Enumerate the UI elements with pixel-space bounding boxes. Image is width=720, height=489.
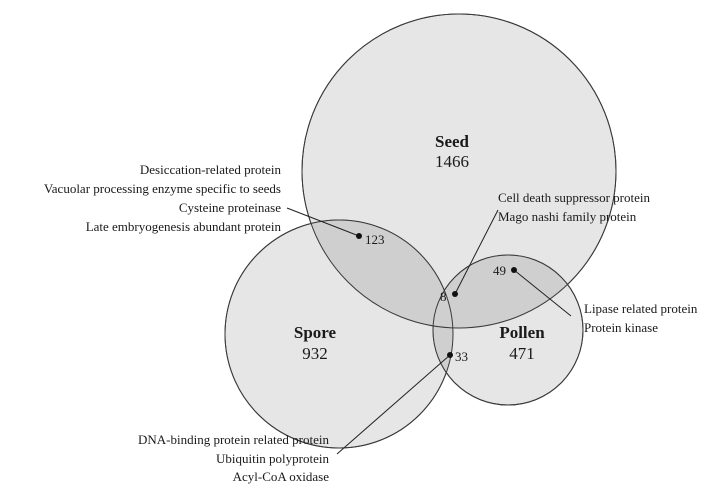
spore-pollen-annotation-1: DNA-binding protein related protein [138,432,329,447]
spore-label: Spore [294,323,337,342]
seed-pollen-overlap [433,255,583,328]
spore-pollen-count: 33 [455,349,468,364]
spore-count: 932 [302,344,328,363]
seed-pollen-leader [513,269,572,317]
seed-spore-annotation-4: Late embryogenesis abundant protein [86,219,282,234]
seed-outline [301,13,617,329]
seed-spore-overlap [302,220,453,328]
pollen-count: 471 [509,344,535,363]
spore-pollen-dot [447,352,453,358]
all-three-leader [454,209,499,295]
seed-pollen-dot [511,267,517,273]
seed-spore-count: 123 [365,232,385,247]
seed-spore-annotation-3: Cysteine proteinase [179,200,281,215]
spore-pollen-annotation-2: Ubiquitin polyprotein [216,451,330,466]
seed-pollen-annotation-2: Protein kinase [584,320,658,335]
pollen-label: Pollen [499,323,545,342]
all-three-dot [452,291,458,297]
all-three-annotation-1: Cell death suppressor protein [498,190,650,205]
spore-pollen-annotation-3: Acyl-CoA oxidase [233,469,330,484]
all-three-annotation-2: Mago nashi family protein [498,209,637,224]
seed-spore-annotation-1: Desiccation-related protein [140,162,282,177]
seed-label: Seed [435,132,470,151]
spore-pollen-leader [336,354,451,455]
seed-count: 1466 [435,152,469,171]
all-three-count: 8 [440,289,447,304]
seed-spore-dot [356,233,362,239]
pollen-outline [432,254,584,406]
seed-spore-leader [286,207,360,237]
seed-pollen-annotation-1: Lipase related protein [584,301,698,316]
spore-outline [224,219,454,449]
seed-spore-annotation-2: Vacuolar processing enzyme specific to s… [44,181,281,196]
seed-pollen-count: 49 [493,263,506,278]
